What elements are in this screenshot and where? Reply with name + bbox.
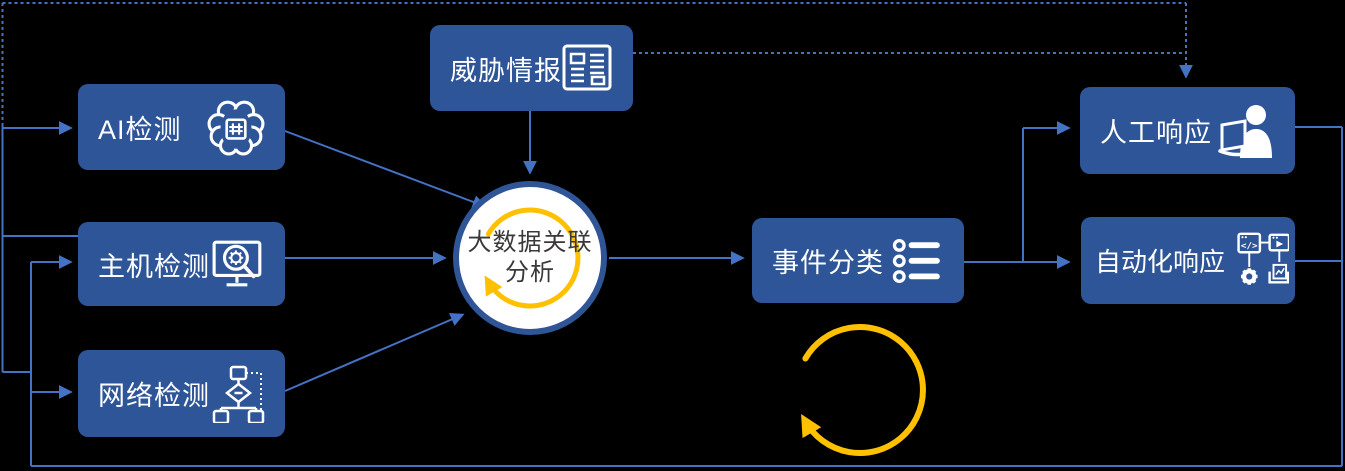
node-label: 网络检测 — [98, 381, 210, 411]
newspaper-icon — [562, 44, 612, 91]
node-network-detection: 网络检测 — [78, 350, 285, 437]
connector-ai-to-analysis — [284, 130, 487, 209]
node-label: 威胁情报 — [450, 55, 562, 86]
node-label: 人工响应 — [1100, 118, 1212, 148]
node-automated-response: 自动化响应 </> — [1081, 217, 1295, 304]
brain-chip-icon — [207, 100, 265, 156]
node-host-detection: 主机检测 — [78, 222, 285, 306]
person-laptop-icon — [1218, 104, 1272, 158]
node-event-classification: 事件分类 — [752, 218, 964, 303]
node-manual-response: 人工响应 — [1080, 87, 1295, 174]
node-label: 主机检测 — [98, 251, 210, 282]
connector-network-to-analysis — [284, 312, 465, 392]
node-label: AI检测 — [98, 114, 182, 145]
node-analysis-circle: 大数据关联 分析 — [453, 181, 607, 335]
svg-text:</>: </> — [1241, 240, 1258, 251]
cycle-arrow-large — [801, 324, 926, 456]
automation-pipeline-icon: </> — [1237, 232, 1290, 285]
analysis-label: 大数据关联 分析 — [459, 187, 601, 329]
bullet-list-icon — [892, 238, 940, 283]
analysis-label-line1: 大数据关联 — [467, 229, 593, 256]
node-label: 自动化响应 — [1095, 247, 1226, 277]
node-ai-detection: AI检测 — [78, 84, 285, 170]
flowchart-icon — [212, 365, 265, 423]
node-label: 事件分类 — [772, 248, 884, 278]
cycle-arrow-icon — [484, 207, 581, 309]
node-threat-intel: 威胁情报 — [430, 25, 633, 111]
analysis-label-line2: 分析 — [505, 259, 555, 286]
monitor-scan-icon — [212, 240, 262, 287]
